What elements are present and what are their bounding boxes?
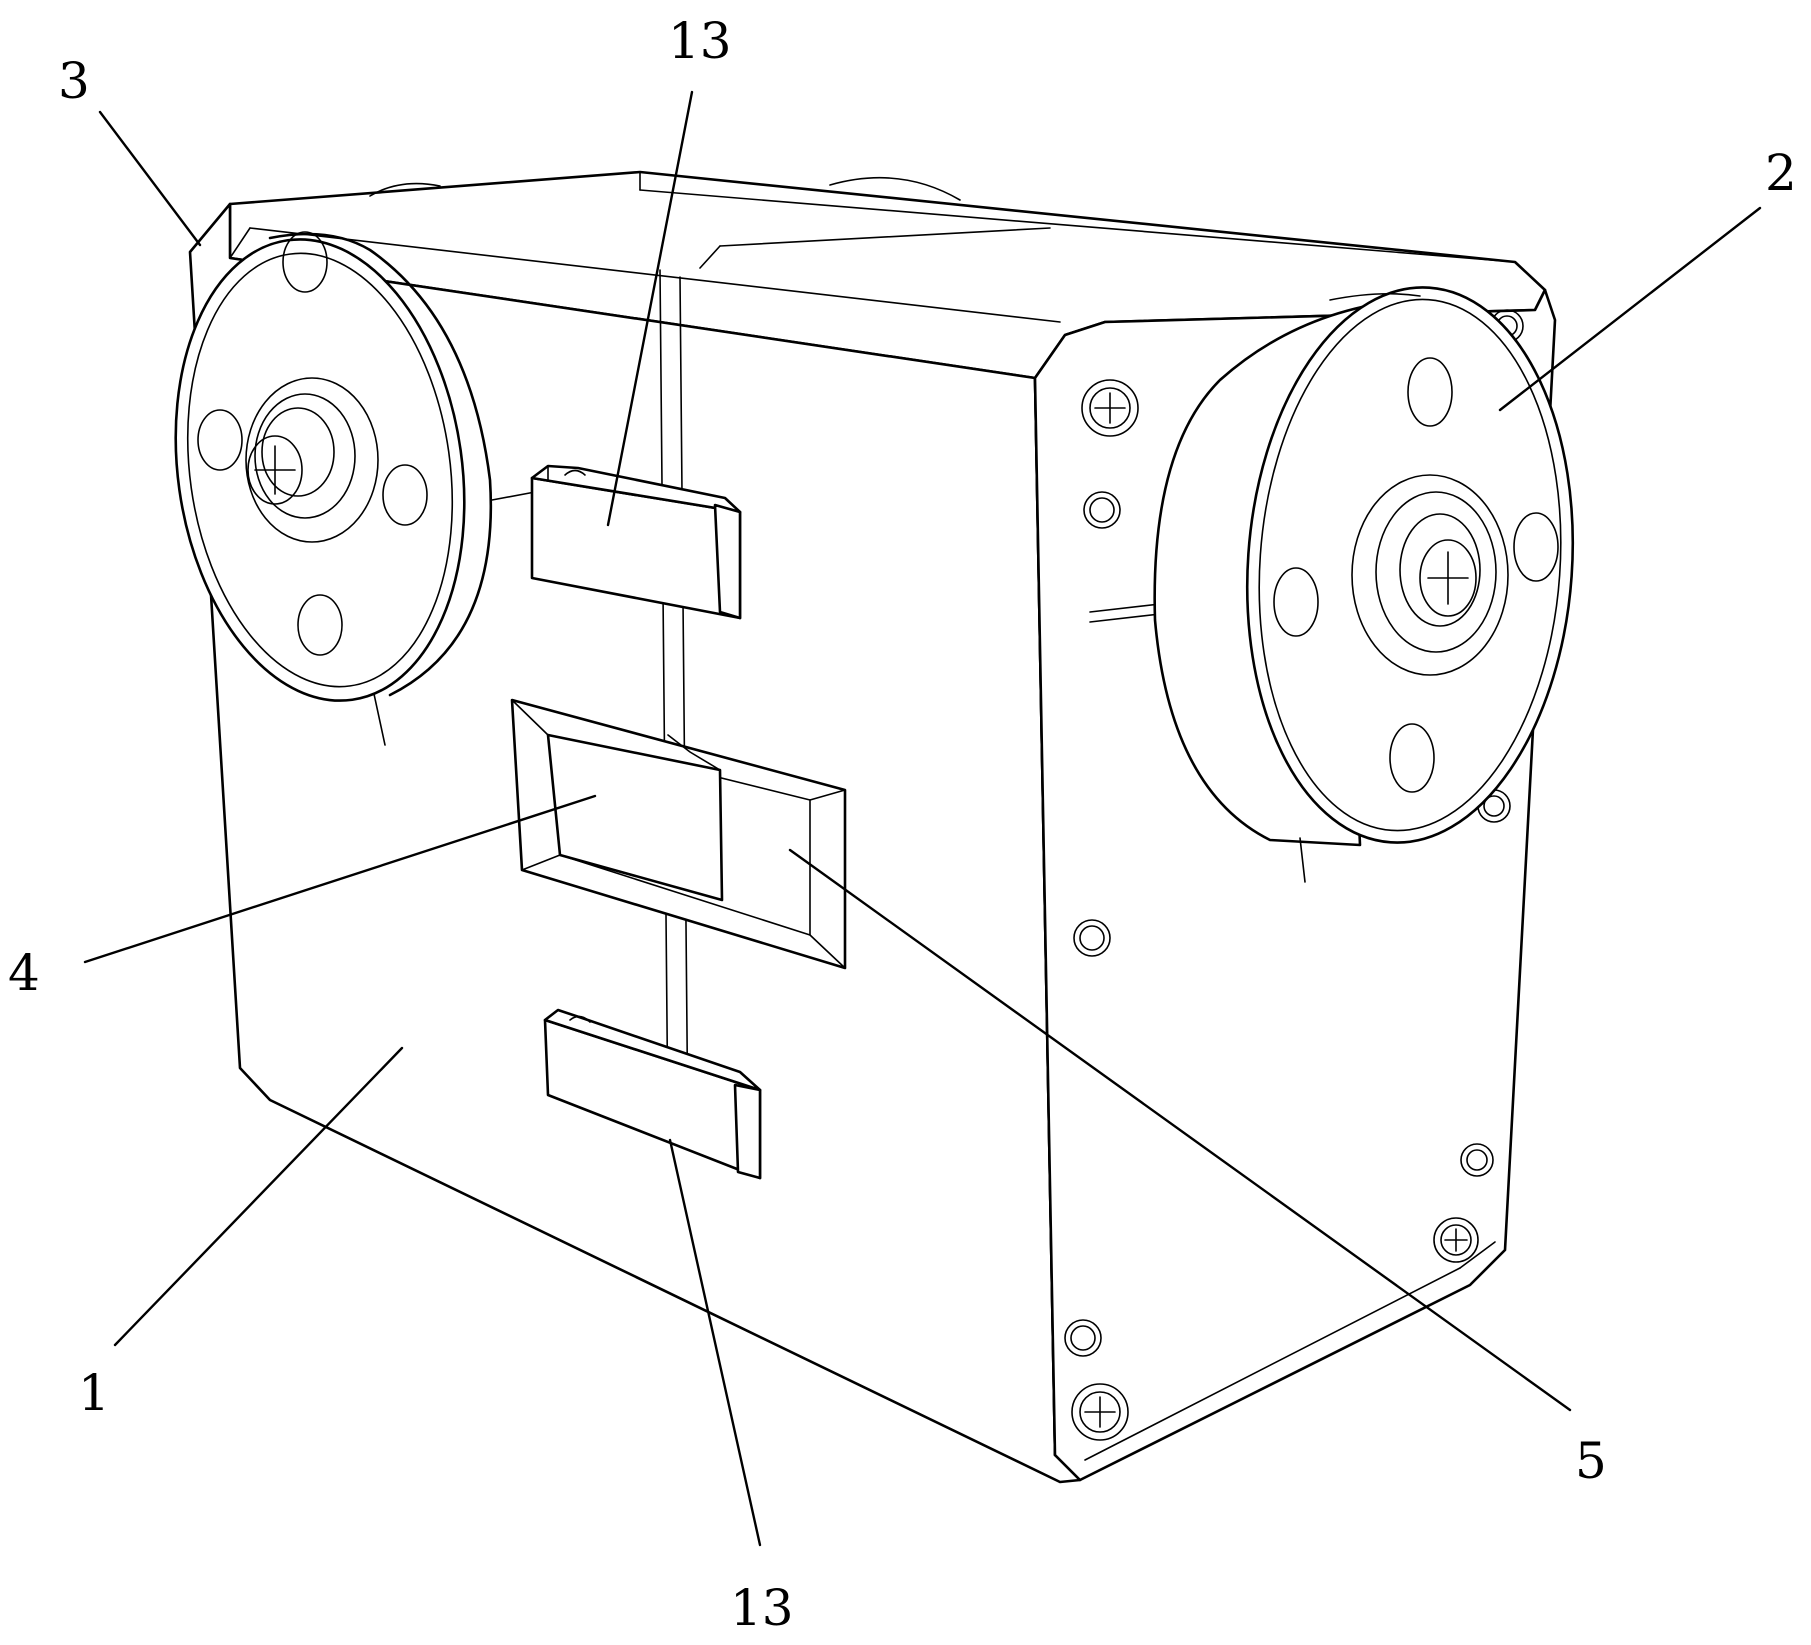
right-face-fasteners (1064, 309, 1524, 1441)
leader-13-top (606, 90, 694, 527)
connector-plug (546, 733, 724, 902)
leader-5 (788, 848, 1572, 1412)
ref-label-2: 2 (1765, 144, 1797, 202)
leader-4 (83, 794, 597, 964)
output-disc-right (1153, 286, 1575, 883)
leader-2 (1498, 206, 1762, 412)
ref-label-1: 1 (78, 1364, 110, 1422)
leader-13-bottom (668, 1138, 762, 1547)
clip-lower (543, 1008, 762, 1180)
leader-1 (113, 1046, 404, 1347)
leader-3 (98, 110, 202, 247)
ref-label-13-top: 13 (668, 12, 732, 70)
output-disc-left (174, 231, 536, 746)
ref-label-5: 5 (1575, 1432, 1607, 1490)
ref-label-13-bottom: 13 (730, 1579, 794, 1637)
leader-lines (83, 90, 1762, 1547)
reference-numerals: 3 13 2 4 1 5 13 (8, 12, 1797, 1637)
ref-label-3: 3 (58, 52, 90, 110)
clip-upper (530, 464, 742, 620)
ref-label-4: 4 (8, 944, 40, 1002)
